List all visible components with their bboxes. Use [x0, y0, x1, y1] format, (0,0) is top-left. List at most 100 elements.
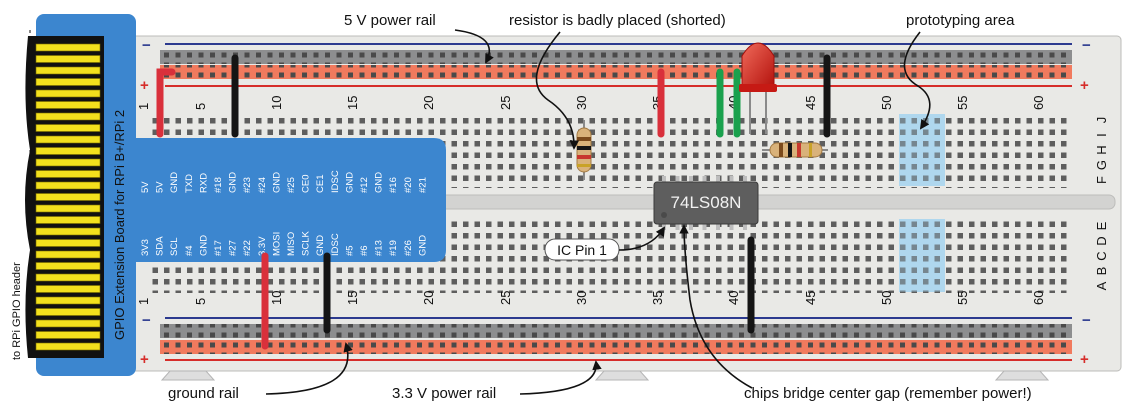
extension-pin-label: RXD	[198, 173, 209, 193]
red-wire	[156, 68, 176, 138]
extension-pin-label: GND	[344, 172, 355, 193]
annotation-5v-rail: 5 V power rail	[344, 12, 436, 29]
power-rail-holes	[160, 340, 1072, 354]
row-letter: H	[1094, 145, 1109, 154]
extension-pin-label: SCLK	[301, 231, 312, 256]
arrow-5v-rail	[454, 29, 494, 64]
extension-pin-label: 5V	[140, 181, 151, 193]
extension-pin-label: 3.3V	[257, 236, 268, 256]
rail-minus-label: −	[142, 37, 151, 54]
column-number: 45	[803, 96, 818, 110]
ic-pin	[689, 176, 693, 183]
extension-pin-label: #24	[257, 177, 268, 193]
ic-pin	[675, 176, 680, 183]
breadboard-foot	[160, 370, 216, 381]
rail-plus-label: +	[140, 351, 149, 368]
arrow-chips-bridge	[679, 224, 753, 389]
extension-pin-label: GND	[271, 172, 282, 193]
extension-pin-label: #16	[388, 177, 399, 193]
ic-pin	[729, 223, 734, 230]
bottom-power-rail: − + − +	[140, 312, 1091, 368]
extension-pin-label: GND	[169, 172, 180, 193]
extension-pin-label: IDSC	[330, 170, 341, 193]
arrow-ic-pin1	[618, 226, 666, 251]
extension-pin-label: SDA	[155, 236, 166, 256]
ic-pin	[729, 176, 734, 183]
ic-pin	[743, 176, 747, 183]
extension-pin-label: GND	[374, 172, 385, 193]
column-number: 40	[726, 291, 741, 305]
ic-pin	[702, 176, 707, 183]
resistor	[762, 142, 828, 158]
extension-pin-label: GND	[228, 172, 239, 193]
breadboard-foot	[594, 370, 650, 381]
ic-pin	[689, 223, 693, 230]
extension-pin-label: #26	[403, 240, 414, 256]
ground-rail-holes	[160, 324, 1072, 338]
column-number: 5	[193, 298, 208, 305]
row-letter: B	[1094, 267, 1109, 276]
column-number: 45	[803, 291, 818, 305]
column-number: 60	[1031, 291, 1046, 305]
extension-board-title: GPIO Extension Board for RPi B+/RPi 2	[112, 110, 127, 340]
column-number: 35	[650, 291, 665, 305]
column-number: 50	[879, 96, 894, 110]
column-number: 10	[269, 96, 284, 110]
extension-pin-label: #20	[403, 177, 414, 193]
annotations: 5 V power rail resistor is badly placed …	[168, 12, 1032, 402]
extension-pin-label: IDSC	[330, 233, 341, 256]
rail-plus-label: +	[140, 77, 149, 94]
ribbon-cable	[35, 43, 101, 351]
extension-pin-label: #4	[184, 245, 195, 256]
extension-pin-label: #23	[242, 177, 253, 193]
column-number: 55	[955, 96, 970, 110]
rail-minus-label: −	[1082, 312, 1091, 329]
row-letter: J	[1094, 117, 1109, 124]
column-number: 25	[498, 96, 513, 110]
ic-pin	[702, 223, 707, 230]
column-number: 50	[879, 291, 894, 305]
rail-minus-label: −	[142, 312, 151, 329]
rail-minus-label: −	[1082, 37, 1091, 54]
annotation-prototyping: prototyping area	[906, 12, 1015, 29]
extension-pin-label: #12	[359, 177, 370, 193]
column-number: 15	[345, 291, 360, 305]
breadboard: − + − + − + − + 151015202530354045505560…	[122, 35, 1122, 381]
annotation-ground-rail: ground rail	[168, 385, 239, 402]
ic-pin	[675, 223, 680, 230]
column-number: 30	[574, 96, 589, 110]
extension-pin-label: CE0	[301, 175, 312, 193]
row-letter: C	[1094, 251, 1109, 260]
ic-pin1-dot	[661, 212, 667, 218]
extension-board-body	[124, 138, 446, 262]
ic-pin	[662, 176, 666, 183]
led	[739, 42, 777, 134]
extension-pin-label: #17	[213, 240, 224, 256]
row-letter: E	[1094, 221, 1109, 230]
extension-pin-label: MOSI	[271, 232, 282, 256]
jumper-wires	[156, 54, 831, 350]
row-letter: D	[1094, 236, 1109, 245]
extension-pin-label: #18	[213, 177, 224, 193]
extension-pin-label: #27	[228, 240, 239, 256]
column-number: 20	[421, 96, 436, 110]
led-rim	[739, 84, 777, 92]
rail-plus-label: +	[1080, 77, 1089, 94]
annotation-ic-pin1: IC Pin 1	[557, 242, 607, 258]
row-letter: F	[1094, 176, 1109, 184]
extension-pin-label: #21	[417, 177, 428, 193]
row-letter: G	[1094, 160, 1109, 170]
extension-pin-label: 3V3	[140, 239, 151, 256]
extension-pin-label: 5V	[155, 181, 166, 193]
power-rail-holes	[160, 65, 1072, 79]
extension-pin-label: MISO	[286, 232, 297, 256]
ic-chip: 74LS08N	[653, 176, 759, 230]
column-number: 1	[136, 298, 151, 305]
resistor-shorted	[576, 120, 592, 180]
arrow-ground-rail	[265, 342, 353, 395]
